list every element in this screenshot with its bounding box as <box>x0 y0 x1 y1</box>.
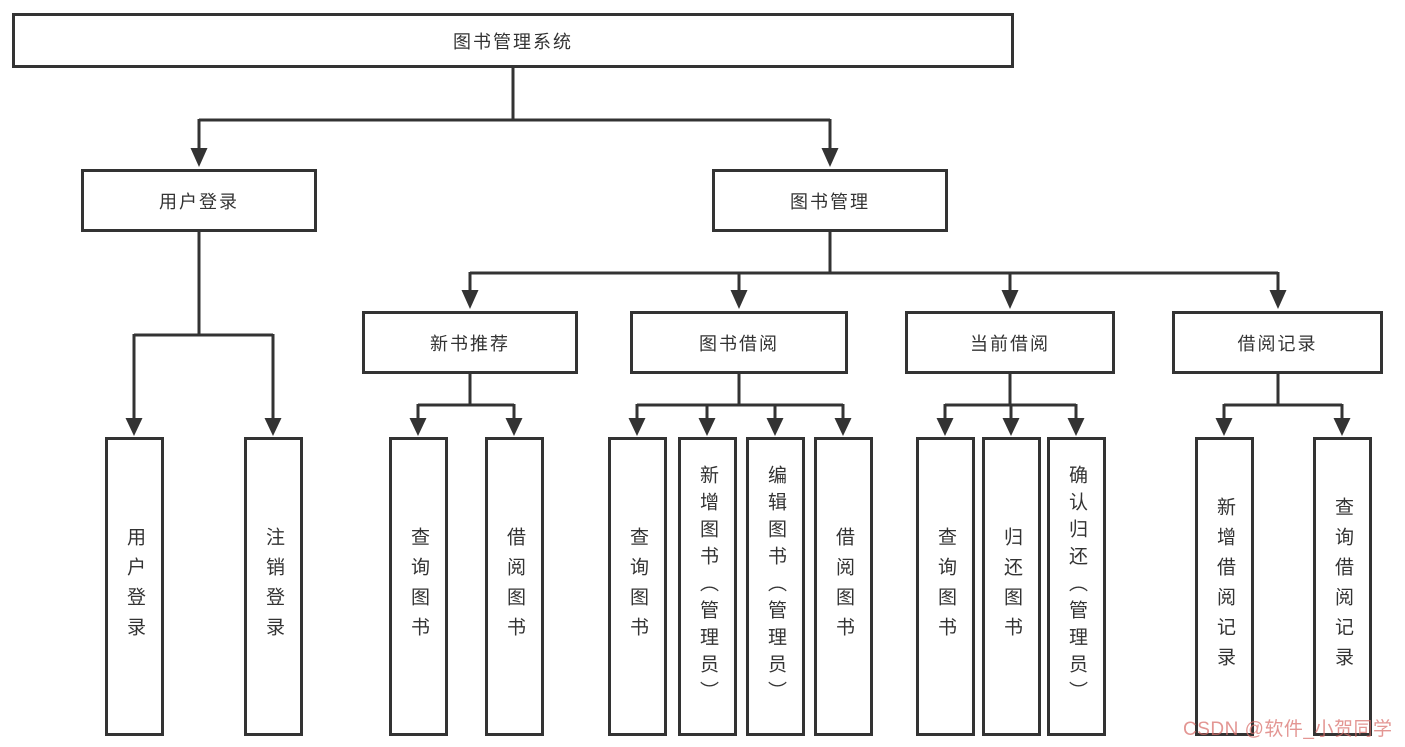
leaf-borrow-borrow-books: 借阅图书 <box>814 437 873 736</box>
leaf-label: 用户登录 <box>124 526 145 647</box>
leaf-borrow-query-books: 查询图书 <box>608 437 667 736</box>
node-label: 图书借阅 <box>699 333 779 354</box>
leaf-records-query-record: 查询借阅记录 <box>1313 437 1372 736</box>
node-current-borrowing: 当前借阅 <box>905 311 1115 374</box>
node-new-book-recommend: 新书推荐 <box>362 311 578 374</box>
node-book-borrowing: 图书借阅 <box>630 311 848 374</box>
node-root-library-system: 图书管理系统 <box>12 13 1014 68</box>
node-label: 图书管理系统 <box>453 31 573 52</box>
leaf-newbooks-borrow-books: 借阅图书 <box>485 437 544 736</box>
leaf-borrow-add-books-admin: 新增图书（管理员） <box>678 437 737 736</box>
node-label: 图书管理 <box>790 191 870 212</box>
leaf-newbooks-query-books: 查询图书 <box>389 437 448 736</box>
node-book-management: 图书管理 <box>712 169 948 232</box>
leaf-label: 新增借阅记录 <box>1214 496 1235 677</box>
leaf-current-query-books: 查询图书 <box>916 437 975 736</box>
leaf-label: 编辑图书（管理员） <box>765 465 786 708</box>
leaf-borrow-edit-books-admin: 编辑图书（管理员） <box>746 437 805 736</box>
node-label: 用户登录 <box>159 191 239 212</box>
leaf-label: 新增图书（管理员） <box>697 465 718 708</box>
leaf-current-confirm-return-admin: 确认归还（管理员） <box>1047 437 1106 736</box>
leaf-label: 借阅图书 <box>504 526 525 647</box>
leaf-label: 查询图书 <box>935 526 956 647</box>
leaf-label: 查询图书 <box>627 526 648 647</box>
csdn-watermark: CSDN @软件_小贺同学 <box>1183 719 1393 740</box>
leaf-label: 查询借阅记录 <box>1332 496 1353 677</box>
node-borrowing-records: 借阅记录 <box>1172 311 1383 374</box>
leaf-label: 确认归还（管理员） <box>1066 465 1087 708</box>
leaf-label: 注销登录 <box>263 526 284 647</box>
node-label: 借阅记录 <box>1237 333 1318 354</box>
leaf-label: 查询图书 <box>408 526 429 647</box>
node-label: 新书推荐 <box>430 333 510 354</box>
node-label: 当前借阅 <box>970 333 1050 354</box>
leaf-label: 借阅图书 <box>833 526 854 647</box>
leaf-logout: 注销登录 <box>244 437 303 736</box>
leaf-current-return-books: 归还图书 <box>982 437 1041 736</box>
leaf-records-add-record: 新增借阅记录 <box>1195 437 1254 736</box>
leaf-user-login: 用户登录 <box>105 437 164 736</box>
leaf-label: 归还图书 <box>1001 526 1022 647</box>
node-user-login: 用户登录 <box>81 169 317 232</box>
